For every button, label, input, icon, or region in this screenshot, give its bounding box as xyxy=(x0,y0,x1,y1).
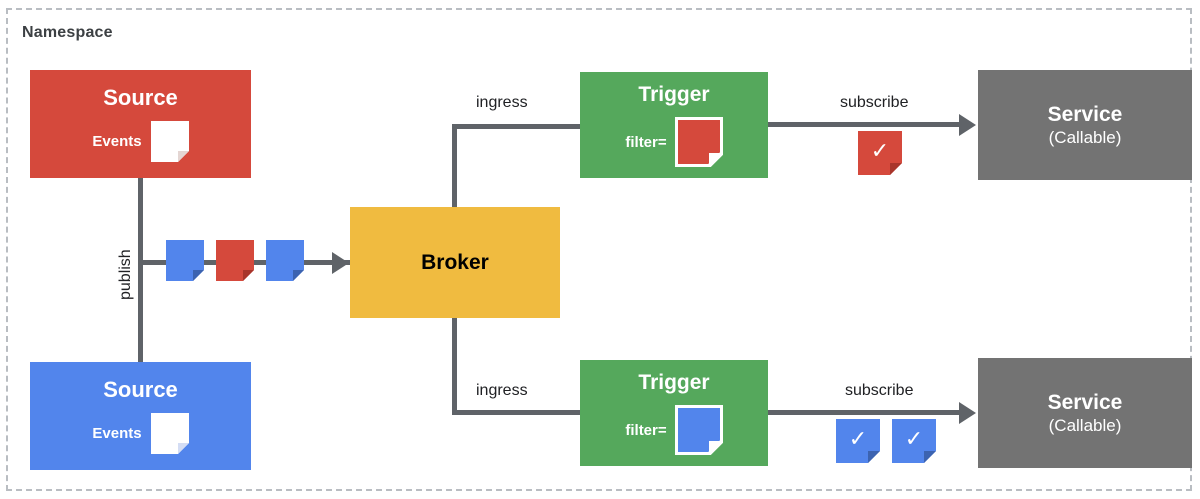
trigger-bottom-filter-label: filter= xyxy=(625,421,667,439)
namespace-label: Namespace xyxy=(22,24,113,41)
event-doc-icon xyxy=(266,240,304,281)
source-blue-events-label: Events xyxy=(92,425,142,442)
event-doc-icon xyxy=(166,240,204,281)
publish-arrow-head xyxy=(332,252,349,274)
subscribe-top-line xyxy=(766,122,963,127)
source-red-events-row: Events xyxy=(30,121,251,162)
ingress-bottom-horizontal-line xyxy=(452,410,584,415)
subscribe-top-label: subscribe xyxy=(840,94,909,111)
ingress-top-vertical-line xyxy=(452,124,457,210)
node-broker[interactable]: Broker xyxy=(350,207,560,318)
subscribe-bottom-label: subscribe xyxy=(845,382,914,399)
event-doc-icon xyxy=(150,413,189,454)
ingress-top-label: ingress xyxy=(476,94,528,111)
node-service-top[interactable]: Service (Callable) xyxy=(978,70,1192,180)
ingress-bottom-vertical-line xyxy=(452,315,457,413)
event-doc-icon xyxy=(674,117,723,167)
subscribe-bottom-arrow-head xyxy=(959,402,976,424)
service-bottom-title: Service xyxy=(1047,391,1123,414)
trigger-top-filter-row: filter= xyxy=(625,117,723,167)
trigger-top-filter-label: filter= xyxy=(625,133,667,151)
trigger-bottom-filter-row: filter= xyxy=(625,405,723,455)
check-glyph: ✓ xyxy=(904,426,924,451)
source-blue-title: Source xyxy=(103,377,178,402)
source-red-title: Source xyxy=(103,85,178,110)
node-source-red[interactable]: Source Events xyxy=(30,70,251,178)
node-trigger-bottom[interactable]: Trigger filter= xyxy=(580,360,768,466)
event-stream-group xyxy=(166,240,304,281)
delivered-top-group: ✓ xyxy=(858,131,902,175)
publish-label: publish xyxy=(117,249,134,300)
event-check-icon: ✓ xyxy=(858,131,902,175)
trigger-top-title: Trigger xyxy=(638,83,710,106)
check-glyph: ✓ xyxy=(870,138,890,163)
node-trigger-top[interactable]: Trigger filter= xyxy=(580,72,768,178)
trigger-bottom-title: Trigger xyxy=(638,371,710,394)
service-top-subtitle: (Callable) xyxy=(1048,128,1122,147)
node-service-bottom[interactable]: Service (Callable) xyxy=(978,358,1192,468)
subscribe-top-arrow-head xyxy=(959,114,976,136)
event-doc-icon xyxy=(150,121,189,162)
publish-trunk-line xyxy=(138,178,143,364)
event-doc-icon xyxy=(216,240,254,281)
broker-title: Broker xyxy=(421,251,489,274)
event-check-icon: ✓ xyxy=(836,419,880,463)
ingress-bottom-label: ingress xyxy=(476,382,528,399)
ingress-top-horizontal-line xyxy=(452,124,584,129)
service-top-title: Service xyxy=(1047,103,1123,126)
service-bottom-subtitle: (Callable) xyxy=(1048,416,1122,435)
subscribe-bottom-line xyxy=(766,410,963,415)
check-glyph: ✓ xyxy=(848,426,868,451)
source-red-events-label: Events xyxy=(92,133,142,150)
event-check-icon: ✓ xyxy=(892,419,936,463)
event-doc-icon xyxy=(674,405,723,455)
source-blue-events-row: Events xyxy=(30,413,251,454)
delivered-bottom-group: ✓ ✓ xyxy=(836,419,936,463)
node-source-blue[interactable]: Source Events xyxy=(30,362,251,470)
namespace-frame xyxy=(6,8,1192,491)
